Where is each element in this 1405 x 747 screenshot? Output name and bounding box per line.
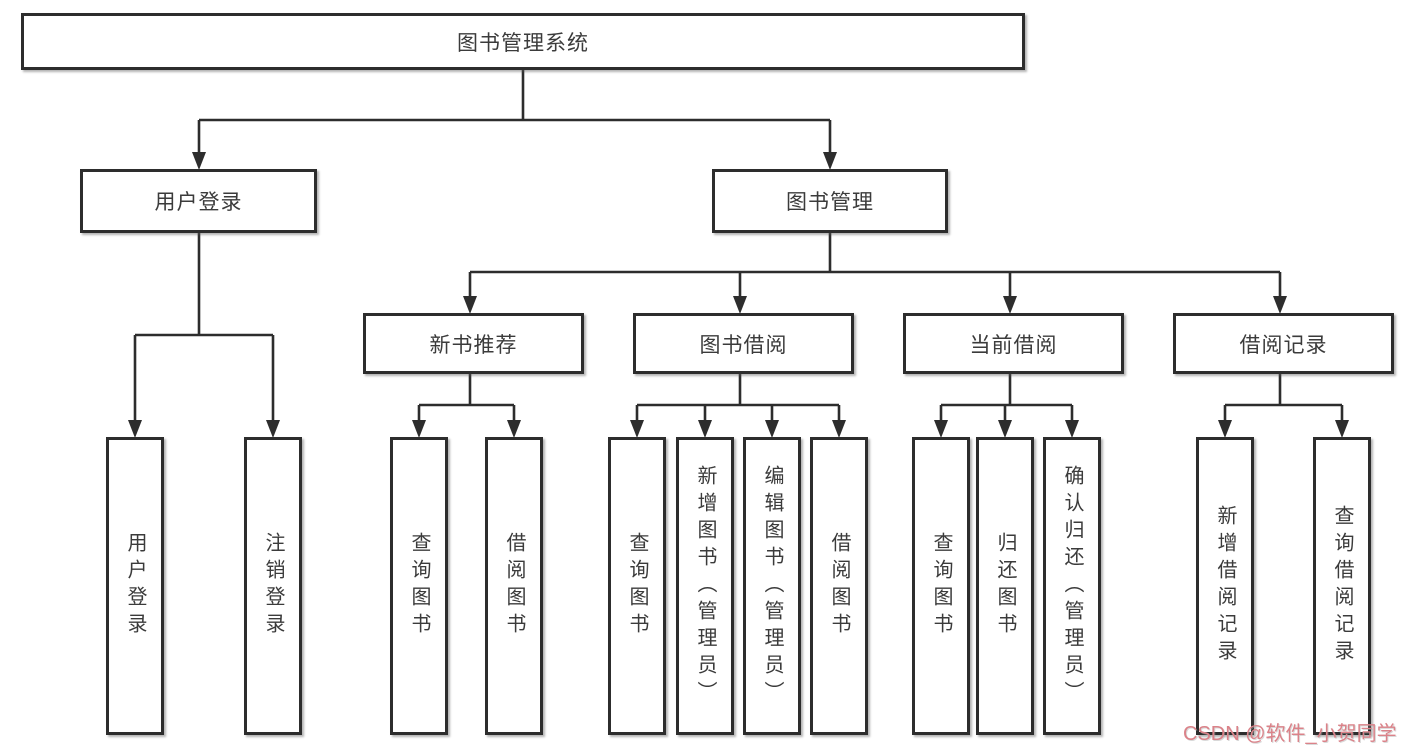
leaf-user-login: 用户登录 xyxy=(106,437,164,735)
leaf-record-add-record: 新增借阅记录 xyxy=(1196,437,1254,735)
node-label: 注销登录 xyxy=(262,532,284,640)
node-label: 新书推荐 xyxy=(429,333,518,357)
node-label: 归还图书 xyxy=(994,532,1016,640)
node-label: 确认归还（管理员） xyxy=(1061,464,1083,708)
arrowhead-icon xyxy=(1065,420,1079,438)
arrowhead-icon xyxy=(630,420,644,438)
node-label: 借阅记录 xyxy=(1239,333,1328,357)
arrowhead-icon xyxy=(463,296,477,314)
leaf-current-confirm-return-admin: 确认归还（管理员） xyxy=(1043,437,1101,735)
connector-path xyxy=(133,70,1344,424)
node-borrow-records: 借阅记录 xyxy=(1173,313,1394,374)
node-label: 查询图书 xyxy=(930,532,952,640)
arrowhead-icon xyxy=(698,420,712,438)
leaf-logout: 注销登录 xyxy=(244,437,302,735)
node-label: 图书管理 xyxy=(786,191,874,214)
arrowhead-icon xyxy=(1335,420,1349,438)
arrowhead-icon xyxy=(832,420,846,438)
node-label: 查询图书 xyxy=(626,532,648,640)
node-label: 用户登录 xyxy=(124,532,146,640)
arrowhead-icon xyxy=(823,152,837,170)
node-label: 借阅图书 xyxy=(503,532,525,640)
node-label: 新增借阅记录 xyxy=(1214,505,1236,667)
arrowhead-icon xyxy=(1273,296,1287,314)
node-current-borrow: 当前借阅 xyxy=(903,313,1124,374)
node-label: 当前借阅 xyxy=(969,333,1058,357)
arrowhead-icon xyxy=(128,420,142,438)
arrowhead-icon xyxy=(266,420,280,438)
leaf-borrow-borrow-books: 借阅图书 xyxy=(810,437,868,735)
node-user-login: 用户登录 xyxy=(80,169,317,233)
node-label: 用户登录 xyxy=(154,191,243,214)
arrowhead-icon xyxy=(998,420,1012,438)
leaf-borrow-edit-books-admin: 编辑图书（管理员） xyxy=(743,437,801,735)
node-new-book-recommend: 新书推荐 xyxy=(363,313,584,374)
arrowhead-icon xyxy=(1003,296,1017,314)
arrowhead-icon xyxy=(765,420,779,438)
node-root: 图书管理系统 xyxy=(21,13,1025,70)
node-book-management: 图书管理 xyxy=(712,169,948,233)
leaf-borrow-add-books-admin: 新增图书（管理员） xyxy=(676,437,734,735)
node-label: 新增图书（管理员） xyxy=(694,464,716,708)
leaf-recommend-borrow-books: 借阅图书 xyxy=(485,437,543,735)
leaf-current-return-books: 归还图书 xyxy=(976,437,1034,735)
node-label: 查询图书 xyxy=(408,532,430,640)
leaf-record-query-record: 查询借阅记录 xyxy=(1313,437,1371,735)
leaf-borrow-query-books: 查询图书 xyxy=(608,437,666,735)
leaf-recommend-query-books: 查询图书 xyxy=(390,437,448,735)
node-label: 查询借阅记录 xyxy=(1331,505,1353,667)
watermark: CSDN @软件_小贺同学 xyxy=(1183,723,1397,745)
leaf-current-query-books: 查询图书 xyxy=(912,437,970,735)
node-label: 图书借阅 xyxy=(699,333,788,357)
arrowhead-icon xyxy=(412,420,426,438)
node-label: 编辑图书（管理员） xyxy=(761,464,783,708)
arrowhead-icon xyxy=(1218,420,1232,438)
arrowhead-icon xyxy=(507,420,521,438)
node-label: 借阅图书 xyxy=(828,532,850,640)
node-label: 图书管理系统 xyxy=(457,31,589,55)
node-book-borrow: 图书借阅 xyxy=(633,313,854,374)
arrowhead-icon xyxy=(733,296,747,314)
arrowhead-icon xyxy=(934,420,948,438)
arrowhead-icon xyxy=(192,152,206,170)
